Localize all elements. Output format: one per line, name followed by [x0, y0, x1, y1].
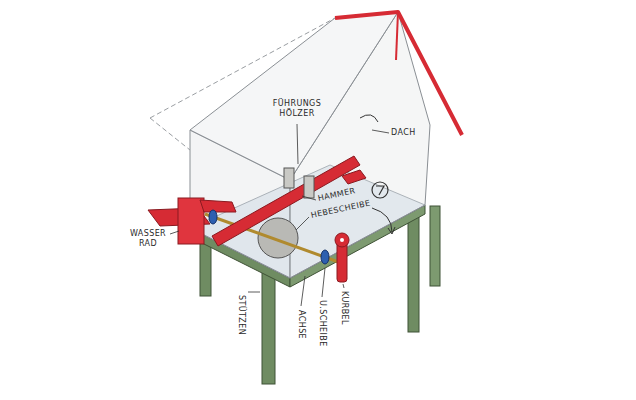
part-label: ACHSE — [296, 310, 306, 339]
roof-plane — [190, 12, 398, 180]
water-wheel-blade — [178, 198, 204, 244]
support-leg — [262, 272, 275, 384]
part-label: FÜHRUNGS HÖLZER — [270, 99, 324, 119]
leader-line — [297, 124, 298, 164]
crank — [335, 233, 349, 247]
roof-edge — [396, 12, 398, 60]
leader-line — [301, 276, 305, 306]
washer — [321, 250, 329, 264]
rotation-symbol — [372, 182, 388, 198]
leader-line — [248, 292, 260, 293]
water-wheel-blade — [200, 200, 236, 212]
roof-sketch-line — [150, 118, 190, 150]
roof-sketch-line — [150, 18, 335, 118]
crank-pin — [340, 238, 344, 242]
hammer-beam — [212, 156, 360, 246]
rotation-symbol — [376, 186, 384, 195]
motion-arrow — [372, 208, 392, 232]
motion-arrow — [388, 227, 395, 234]
part-label: STÜTZEN — [236, 295, 246, 335]
part-label: KURBEL — [339, 291, 349, 325]
leader-line — [372, 130, 389, 133]
motion-arrow — [360, 115, 378, 122]
leader-line — [296, 217, 309, 230]
leader-line — [302, 196, 316, 200]
support-leg — [408, 214, 419, 332]
roof-edge — [335, 12, 462, 135]
part-label: DACH — [391, 128, 416, 138]
part-label: U.SCHEIBE — [317, 300, 327, 347]
part-label: WASSER RAD — [128, 229, 168, 249]
washer — [209, 210, 217, 224]
guide-block — [284, 168, 294, 188]
cam-disc — [258, 218, 298, 258]
leader-line — [322, 268, 325, 297]
guide-block — [304, 176, 314, 198]
support-leg — [430, 206, 440, 286]
leader-line — [170, 231, 179, 234]
leader-line — [343, 284, 344, 288]
